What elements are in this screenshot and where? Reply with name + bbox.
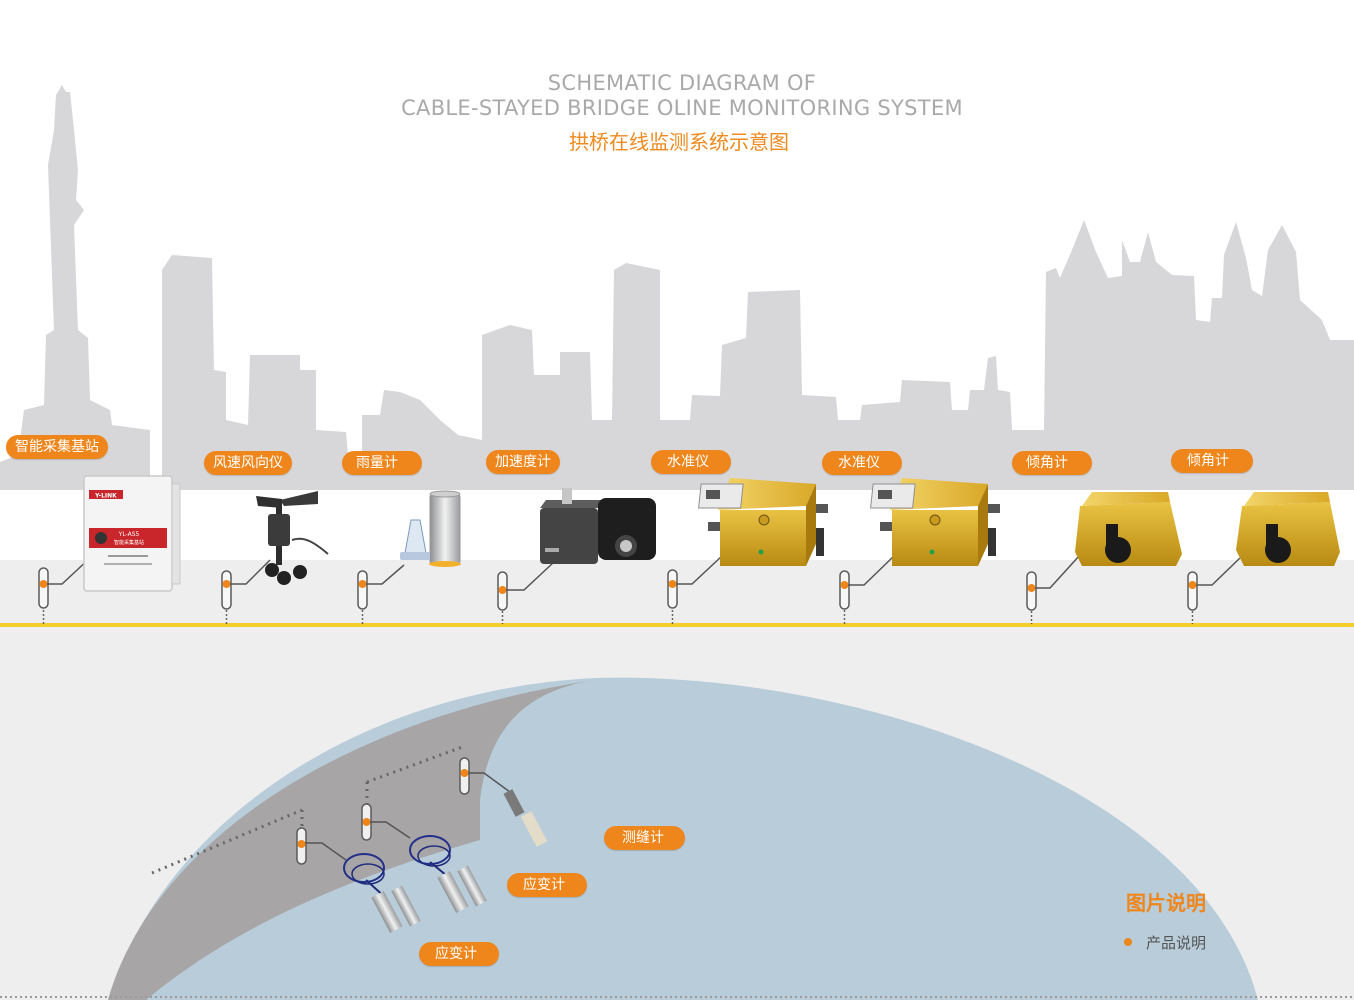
level-device-2	[870, 478, 1000, 566]
mount-tilt2	[1187, 557, 1241, 624]
title-en-line1: SCHEMATIC DIAGRAM OF	[547, 71, 817, 95]
tilt-device-1	[1075, 492, 1182, 566]
legend-bullet-icon	[1124, 937, 1132, 946]
lower-mounts	[296, 757, 511, 865]
mount-level2	[839, 555, 895, 624]
legend-title: 图片说明	[1126, 891, 1206, 915]
title-cn: 拱桥在线监测系统示意图	[569, 130, 789, 154]
mount-strain1	[361, 803, 411, 841]
mount-wind	[221, 559, 271, 624]
tag-wind: 风速风向仪	[204, 451, 292, 475]
tag-crack: 测缝计	[604, 826, 685, 850]
deck-yellow-line	[0, 623, 1354, 627]
tag-rain: 雨量计	[342, 451, 422, 475]
tag-strain1: 应变计	[507, 873, 587, 897]
tilt-device-2	[1236, 492, 1340, 566]
tag-tilt2: 倾角计	[1171, 449, 1253, 473]
legend-item: 产品说明	[1124, 932, 1206, 953]
station-brand: Y-LINK	[94, 493, 117, 500]
mount-crack	[459, 757, 511, 795]
mount-station	[38, 557, 91, 624]
mount-tilt1	[1026, 554, 1081, 624]
rain-gauge-device	[400, 490, 461, 567]
station-name: 智能采集基站	[114, 539, 144, 546]
arch-abutment	[108, 680, 595, 1000]
sensor-mounts	[38, 554, 1241, 624]
tag-level2: 水准仪	[822, 451, 902, 475]
title-en-line2: CABLE-STAYED BRIDGE OLINE MONITORING SYS…	[401, 96, 963, 120]
tag-strain2: 应变计	[419, 942, 499, 966]
legend-item-label: 产品说明	[1146, 934, 1207, 952]
strain-device-2	[343, 853, 421, 933]
accelerometer-device	[540, 488, 656, 564]
mount-level1	[667, 555, 723, 624]
tag-station: 智能采集基站	[6, 435, 108, 459]
wind-sensor-device	[256, 491, 329, 585]
crack-meter-device	[503, 789, 548, 847]
strain-device-1	[409, 835, 487, 913]
station-device: Y-LINK YL-AS5 智能采集基站	[83, 475, 181, 592]
tag-tilt1: 倾角计	[1012, 451, 1092, 475]
tag-level1: 水准仪	[651, 450, 731, 474]
mount-strain2	[296, 827, 347, 865]
mount-accel	[497, 561, 555, 624]
station-model: YL-AS5	[118, 531, 140, 538]
tag-accel: 加速度计	[486, 450, 560, 474]
level-device-1	[698, 478, 828, 566]
mount-rain	[357, 564, 405, 624]
